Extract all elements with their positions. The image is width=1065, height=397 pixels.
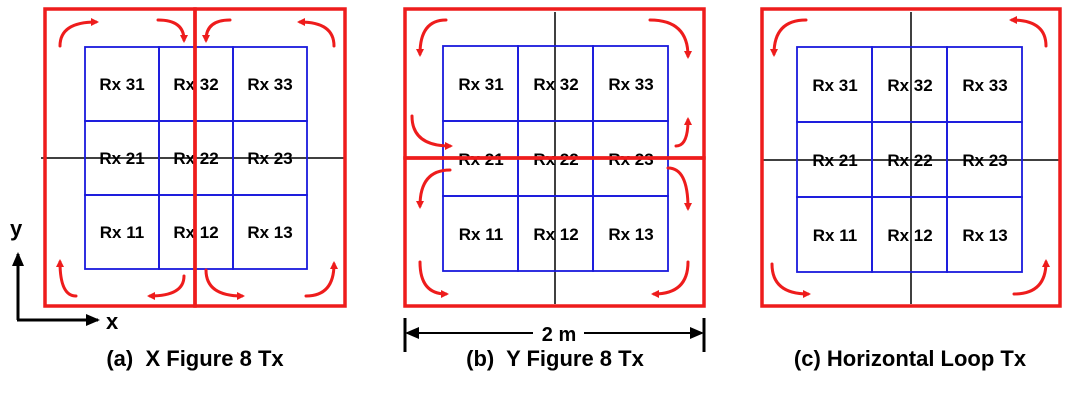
rx-label-31: Rx 31 (812, 76, 857, 95)
current-arrows (410, 18, 692, 298)
current-arrow (770, 262, 811, 298)
rx-label-33: Rx 33 (608, 75, 653, 94)
current-arrow (147, 274, 186, 300)
rx-label-21: Rx 21 (812, 151, 857, 170)
caption-c: (c) Horizontal Loop Tx (793, 346, 1027, 371)
rx-label-32: Rx 32 (533, 75, 578, 94)
x-axis-label: x (106, 309, 119, 334)
current-arrows (770, 16, 1050, 298)
tx-coil (403, 7, 706, 308)
panel-a: Rx 31 Rx 32 Rx 33 Rx 21 Rx 22 Rx 23 Rx 1… (41, 7, 347, 308)
current-arrow (1012, 259, 1050, 296)
current-arrow (304, 261, 338, 298)
rx-label-33: Rx 33 (962, 76, 1007, 95)
current-arrow (58, 18, 99, 48)
current-arrow (1009, 16, 1048, 48)
tx-coil (43, 7, 347, 308)
current-arrow (674, 117, 692, 148)
current-arrow (156, 18, 188, 43)
rx-label-13: Rx 13 (962, 226, 1007, 245)
rx-label-21: Rx 21 (99, 149, 144, 168)
rx-label-23: Rx 23 (962, 151, 1007, 170)
current-arrow (416, 18, 448, 57)
rx-label-31: Rx 31 (458, 75, 503, 94)
panel-c: Rx 31 Rx 32 Rx 33 Rx 21 Rx 22 Rx 23 Rx 1… (760, 7, 1062, 308)
current-arrow (770, 18, 808, 57)
rx-label-13: Rx 13 (608, 225, 653, 244)
rx-grid (796, 46, 1023, 273)
current-arrow (666, 166, 692, 211)
rx-cell (232, 194, 308, 270)
rx-label-12: Rx 12 (887, 226, 932, 245)
tx-coil-right-loop (193, 7, 347, 308)
rx-cell (592, 195, 669, 272)
rx-label-32: Rx 32 (887, 76, 932, 95)
rx-label-11: Rx 11 (813, 226, 857, 245)
rx-label-11: Rx 11 (459, 225, 503, 244)
current-arrow (651, 260, 690, 298)
current-arrows (56, 18, 338, 300)
rx-label-31: Rx 31 (99, 75, 144, 94)
tx-coil (760, 7, 1062, 308)
rx-label-23: Rx 23 (247, 149, 292, 168)
current-arrow (418, 260, 449, 298)
panel-b: Rx 31 Rx 32 Rx 33 Rx 21 Rx 22 Rx 23 Rx 1… (403, 7, 706, 308)
dimension-label: 2 m (542, 324, 576, 346)
rx-label-33: Rx 33 (247, 75, 292, 94)
rx-label-13: Rx 13 (247, 223, 292, 242)
current-arrow (56, 259, 78, 298)
current-arrow (410, 114, 453, 150)
caption-a: (a) X Figure 8 Tx (106, 346, 284, 371)
rx-label-12: Rx 12 (533, 225, 578, 244)
tx-coil-bottom-loop (403, 156, 706, 308)
current-arrow (297, 18, 336, 48)
dimension-line: 2 m (403, 318, 706, 352)
current-arrow (416, 168, 452, 209)
rx-label-11: Rx 11 (100, 223, 144, 242)
tx-coil-loop (760, 7, 1062, 308)
current-arrow (204, 268, 245, 300)
y-axis-label: y (10, 216, 23, 241)
axis-indicator: y x (10, 216, 119, 334)
caption-b: (b) Y Figure 8 Tx (466, 346, 644, 371)
current-arrow (202, 18, 232, 43)
rx-label-22: Rx 22 (887, 151, 932, 170)
current-arrow (648, 18, 692, 59)
rx-cell (946, 196, 1023, 273)
